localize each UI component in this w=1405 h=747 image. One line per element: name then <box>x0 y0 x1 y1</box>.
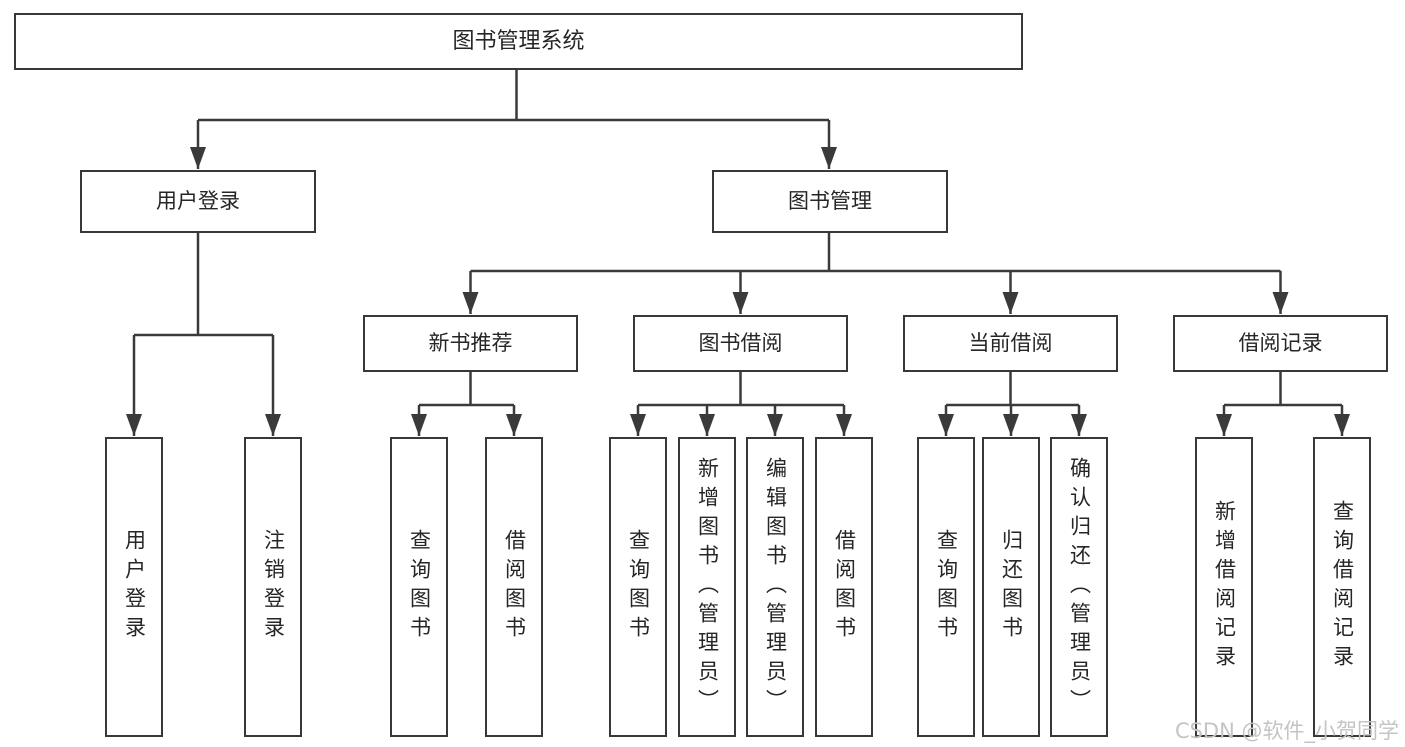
edge-book-borrowing-trunk <box>638 372 844 407</box>
node-leaf-current-query-books: 查询图书 <box>917 437 975 737</box>
node-label: 新增图书（管理员） <box>695 456 720 718</box>
node-label: 借阅记录 <box>1238 331 1323 355</box>
node-leaf-current-confirm-return-admin: 确认归还（管理员） <box>1050 437 1108 737</box>
node-label: 借阅图书 <box>502 529 527 645</box>
node-label: 图书管理 <box>788 189 872 213</box>
node-leaf-borrowing-add-books-admin: 新增图书（管理员） <box>678 437 736 737</box>
node-label: 确认归还（管理员） <box>1067 456 1092 718</box>
node-label: 新增借阅记录 <box>1212 500 1237 674</box>
node-leaf-recommend-borrow-books: 借阅图书 <box>485 437 543 737</box>
node-label: 查询借阅记录 <box>1330 500 1355 674</box>
node-label: 图书借阅 <box>698 331 783 355</box>
edge-root-trunk <box>198 70 829 122</box>
node-borrowing-records: 借阅记录 <box>1173 315 1388 372</box>
edge-user-login-trunk <box>134 233 273 337</box>
csdn-watermark: CSDN @软件_小贺同学 <box>1174 719 1399 743</box>
node-new-book-recommend: 新书推荐 <box>363 315 578 372</box>
node-leaf-current-return-books: 归还图书 <box>982 437 1040 737</box>
node-label: 用户登录 <box>156 189 240 213</box>
node-leaf-logout: 注销登录 <box>244 437 302 737</box>
node-book-management: 图书管理 <box>712 170 948 233</box>
node-label: 注销登录 <box>261 529 286 645</box>
node-user-login: 用户登录 <box>80 170 316 233</box>
node-leaf-recommend-query-books: 查询图书 <box>390 437 448 737</box>
edge-current-borrowing-trunk <box>946 372 1079 407</box>
node-leaf-borrowing-query-books: 查询图书 <box>609 437 667 737</box>
node-label: 归还图书 <box>999 529 1024 645</box>
node-label: 新书推荐 <box>428 331 513 355</box>
edge-new-book-recommend-trunk <box>419 372 514 407</box>
node-label: 图书管理系统 <box>452 28 585 54</box>
edge-book-management-trunk <box>470 233 1281 273</box>
node-label: 查询图书 <box>934 529 959 645</box>
node-label: 编辑图书（管理员） <box>763 456 788 718</box>
node-root-library-management-system: 图书管理系统 <box>14 13 1023 70</box>
node-label: 借阅图书 <box>832 529 857 645</box>
edge-borrowing-records-trunk <box>1224 372 1342 407</box>
node-leaf-records-query-record: 查询借阅记录 <box>1313 437 1371 737</box>
node-leaf-borrowing-edit-books-admin: 编辑图书（管理员） <box>746 437 804 737</box>
node-label: 查询图书 <box>626 529 651 645</box>
node-book-borrowing: 图书借阅 <box>633 315 848 372</box>
node-label: 当前借阅 <box>968 331 1053 355</box>
node-leaf-user-login: 用户登录 <box>105 437 163 737</box>
node-leaf-records-add-record: 新增借阅记录 <box>1195 437 1253 737</box>
node-leaf-borrowing-borrow-books: 借阅图书 <box>815 437 873 737</box>
node-label: 用户登录 <box>122 529 147 645</box>
node-label: 查询图书 <box>407 529 432 645</box>
node-current-borrowing: 当前借阅 <box>903 315 1118 372</box>
